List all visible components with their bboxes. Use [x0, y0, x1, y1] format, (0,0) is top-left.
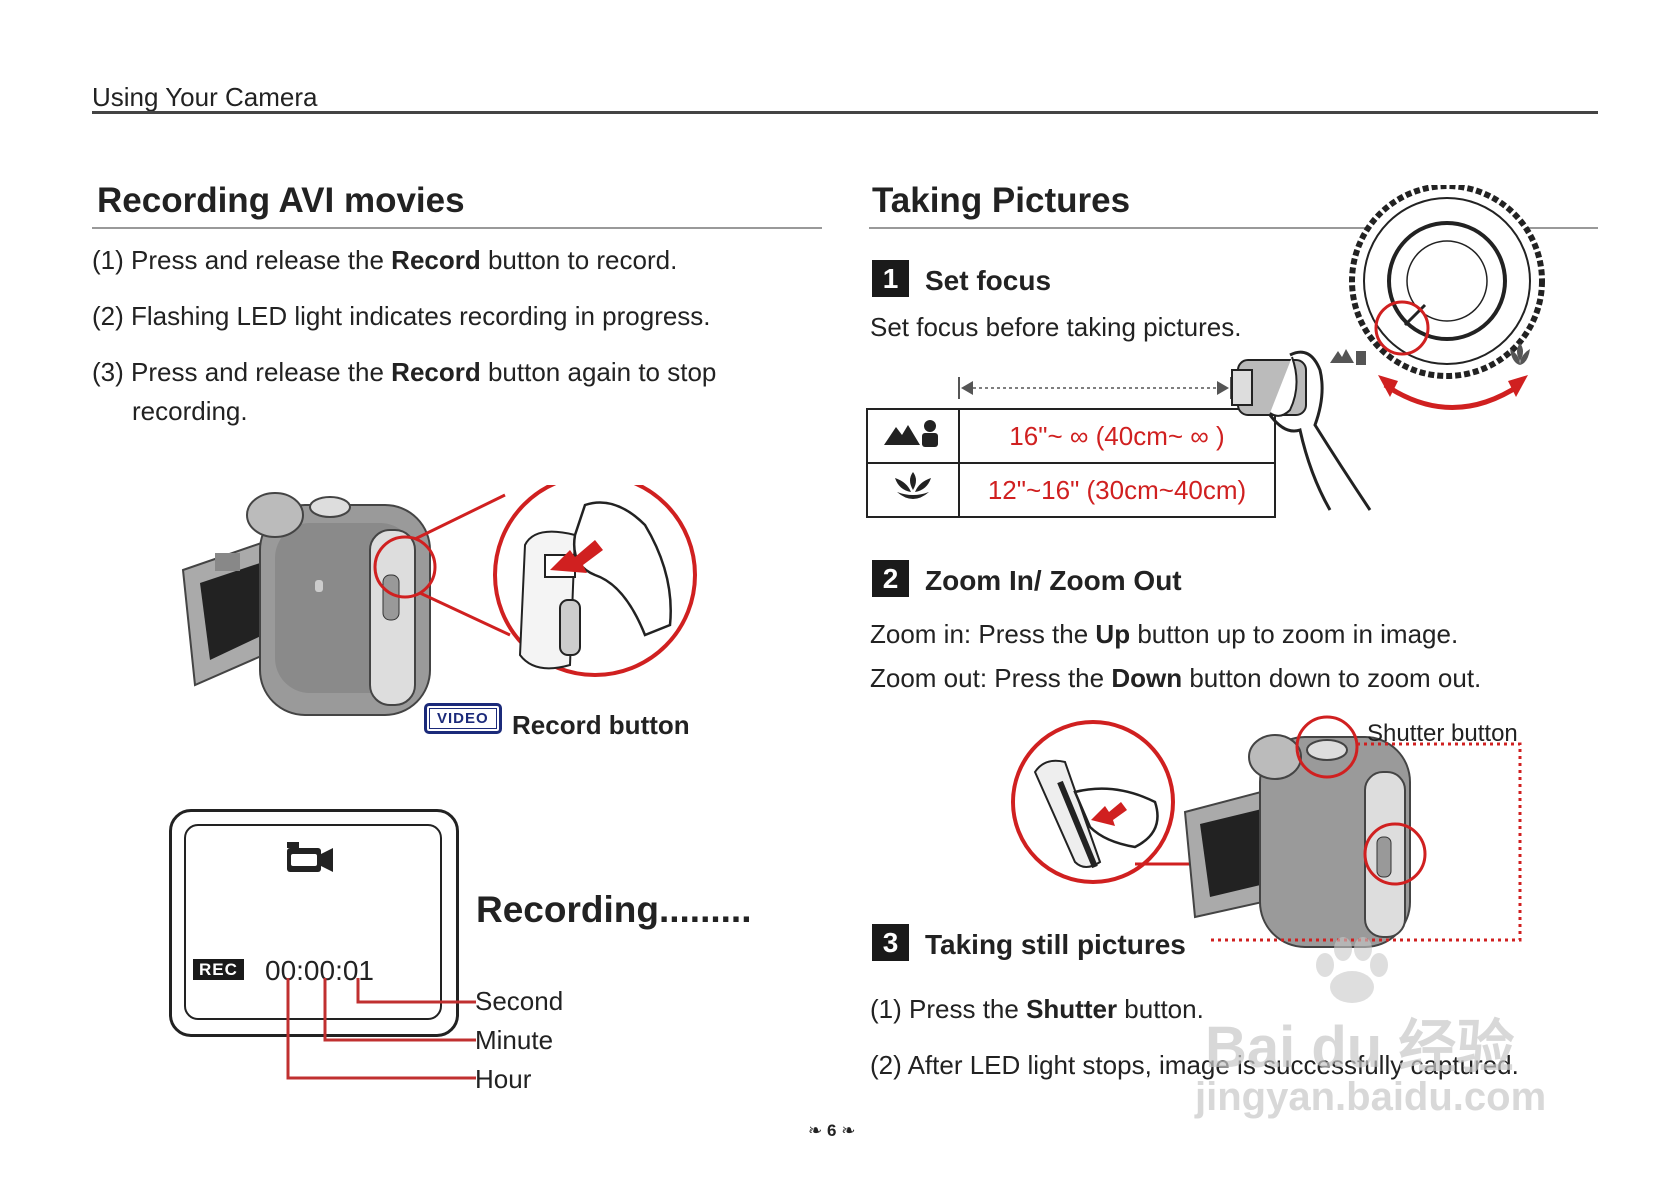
page-footer: ❧ 6 ❧: [808, 1121, 855, 1141]
watermark-brand: Bai du 经验: [1205, 1015, 1515, 1080]
recording-step-1: (1) Press and release the Record button …: [92, 245, 678, 275]
focus-ring-illustration: [1231, 185, 1545, 511]
video-button-badge: VIDEO: [424, 703, 502, 734]
table-row: 16"~ ∞ (40cm~ ∞ ): [866, 408, 1276, 464]
section-title-pictures: Taking Pictures: [872, 181, 1131, 220]
recording-step-3-cont: recording.: [132, 396, 248, 426]
table-cell-icon: [866, 462, 960, 518]
focus-distance-arrow: [958, 377, 1232, 399]
page-number: 6: [826, 1121, 837, 1140]
landscape-portrait-icon: [884, 419, 938, 447]
left-ornament-icon: ❧: [808, 1121, 823, 1140]
recording-status-label: Recording.........: [476, 889, 752, 930]
watermark-url: jingyan.baidu.com: [1195, 1075, 1547, 1119]
recording-step-3: (3) Press and release the Record button …: [92, 357, 717, 387]
shutter-step-1: (1) Press the Shutter button.: [870, 994, 1204, 1024]
step-2-number: 2: [872, 560, 909, 597]
shutter-step-2: (2) After LED light stops, image is succ…: [870, 1050, 1519, 1080]
step-3-number: 3: [872, 924, 909, 961]
recording-step-2: (2) Flashing LED light indicates recordi…: [92, 301, 711, 331]
header-rule: [92, 111, 1598, 114]
camera-shutter-illustration: [1011, 715, 1522, 948]
section-title-recording: Recording AVI movies: [97, 181, 465, 220]
zoom-out-instruction: Zoom out: Press the Down button down to …: [870, 663, 1482, 693]
step-1-title: Set focus: [925, 265, 1052, 296]
hour-label: Hour: [475, 1064, 532, 1094]
rec-badge: REC: [193, 959, 244, 980]
right-ornament-icon: ❧: [841, 1121, 856, 1140]
step-3-title: Taking still pictures: [925, 929, 1186, 960]
time-callout-lines: [286, 978, 476, 1080]
minute-label: Minute: [475, 1025, 554, 1055]
shutter-button-label: Shutter button: [1367, 720, 1518, 747]
focus-normal-range: 16"~ ∞ (40cm~ ∞ ): [958, 408, 1276, 464]
step-2-title: Zoom In/ Zoom Out: [925, 565, 1182, 596]
camera-record-illustration: [181, 485, 697, 716]
lcd-inner-screen: [184, 824, 442, 1020]
recording-time: 00:00:01: [265, 955, 374, 986]
focus-range-table: 16"~ ∞ (40cm~ ∞ ) 12"~16" (30cm~40cm): [866, 408, 1276, 518]
zoom-in-instruction: Zoom in: Press the Up button up to zoom …: [870, 619, 1459, 649]
second-label: Second: [475, 986, 564, 1016]
lcd-outer-frame: [169, 809, 459, 1037]
macro-flower-icon: [895, 471, 931, 499]
section-rule-right: [869, 227, 1598, 229]
step-1-number: 1: [872, 260, 909, 297]
table-cell-icon: [866, 408, 960, 464]
focus-macro-range: 12"~16" (30cm~40cm): [958, 462, 1276, 518]
video-camera-icon: [287, 842, 333, 872]
record-button-label: Record button: [512, 710, 690, 740]
paw-logo-watermark: [1316, 937, 1388, 1003]
table-row: 12"~16" (30cm~40cm): [866, 462, 1276, 518]
step-1-description: Set focus before taking pictures.: [870, 312, 1242, 342]
page-header: Using Your Camera: [92, 82, 318, 112]
section-rule-left: [92, 227, 822, 229]
